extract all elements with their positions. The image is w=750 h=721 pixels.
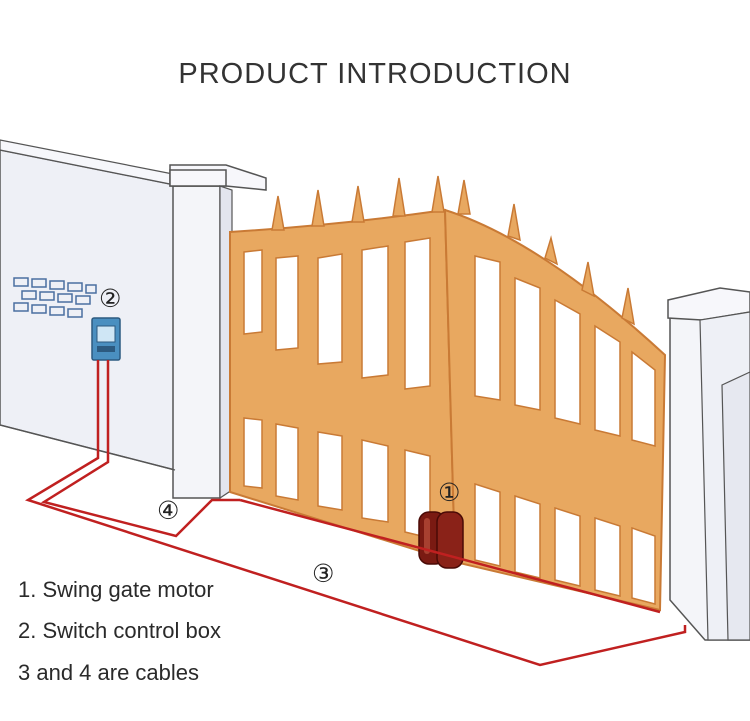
ground-line: [0, 424, 176, 471]
left-wall: [0, 139, 179, 471]
legend-item-motor: 1. Swing gate motor: [18, 577, 214, 602]
callout-cable-long: ③: [312, 559, 335, 588]
callout-motor: ①: [438, 478, 461, 507]
brick-pattern-icon: [13, 277, 97, 318]
right-pillar: [667, 287, 750, 641]
callout-control-box: ②: [99, 284, 122, 313]
gate: [229, 175, 667, 612]
cables: [24, 360, 687, 667]
legend-item-control-box: 2. Switch control box: [18, 618, 221, 643]
page-title: PRODUCT INTRODUCTION: [178, 58, 572, 90]
gate-motor-icon: [418, 511, 464, 569]
legend-item-cables: 3 and 4 are cables: [18, 660, 200, 685]
callout-cable-short: ④: [157, 496, 180, 525]
control-box-icon: [91, 317, 121, 361]
